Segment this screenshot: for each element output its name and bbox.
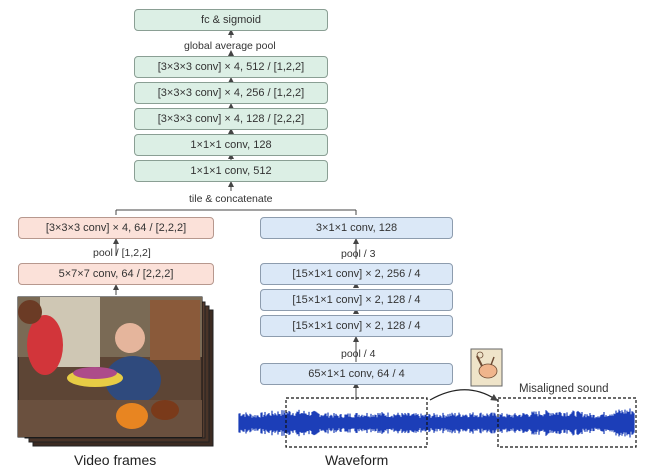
waveform-caption: Waveform [325, 452, 389, 468]
conv3d-512-box: [3×3×3 conv] × 4, 512 / [1,2,2] [134, 56, 328, 78]
conv3d-128-label: [3×3×3 conv] × 4, 128 / [2,2,2] [157, 113, 305, 125]
audio-conv128b-label: [15×1×1 conv] × 2, 128 / 4 [292, 320, 421, 332]
pointwise-128-box: 1×1×1 conv, 128 [134, 134, 328, 156]
video-conv7-label: 5×7×7 conv, 64 / [2,2,2] [58, 268, 174, 280]
pointwise-128-label: 1×1×1 conv, 128 [190, 139, 272, 151]
audio-pool4-label: pool / 4 [341, 348, 376, 360]
flow-arrows [113, 29, 359, 400]
tile-concatenate-label: tile & concatenate [189, 193, 273, 205]
hand-pointing-icon [470, 348, 503, 387]
shift-arrow [429, 389, 499, 401]
audio-conv65-label: 65×1×1 conv, 64 / 4 [308, 368, 405, 380]
video-conv64-label: [3×3×3 conv] × 4, 64 / [2,2,2] [45, 222, 187, 234]
video-conv7-box: 5×7×7 conv, 64 / [2,2,2] [18, 263, 214, 285]
audio-conv128b-box: [15×1×1 conv] × 2, 128 / 4 [260, 315, 453, 337]
audio-conv128a-label: [15×1×1 conv] × 2, 128 / 4 [292, 294, 421, 306]
conv3d-512-label: [3×3×3 conv] × 4, 512 / [1,2,2] [157, 61, 305, 73]
fc-sigmoid-box: fc & sigmoid [134, 9, 328, 31]
fc-sigmoid-label: fc & sigmoid [201, 14, 261, 26]
misaligned-sound-label: Misaligned sound [519, 383, 609, 395]
conv3d-128-box: [3×3×3 conv] × 4, 128 / [2,2,2] [134, 108, 328, 130]
waveform-signal [238, 404, 635, 441]
window-markers [285, 397, 637, 448]
audio-conv65-box: 65×1×1 conv, 64 / 4 [260, 363, 453, 385]
audio-conv256-label: [15×1×1 conv] × 2, 256 / 4 [292, 268, 421, 280]
audio-conv3-box: 3×1×1 conv, 128 [260, 217, 453, 239]
video-conv64-box: [3×3×3 conv] × 4, 64 / [2,2,2] [18, 217, 214, 239]
video-pool-label: pool / [1,2,2] [93, 247, 151, 259]
pointwise-512-label: 1×1×1 conv, 512 [190, 165, 272, 177]
pointwise-512-box: 1×1×1 conv, 512 [134, 160, 328, 182]
video-frames-caption: Video frames [74, 452, 157, 468]
conv3d-256-box: [3×3×3 conv] × 4, 256 / [1,2,2] [134, 82, 328, 104]
audio-conv3-label: 3×1×1 conv, 128 [315, 222, 398, 234]
audio-conv128a-box: [15×1×1 conv] × 2, 128 / 4 [260, 289, 453, 311]
audio-conv256-box: [15×1×1 conv] × 2, 256 / 4 [260, 263, 453, 285]
global-average-pool-label: global average pool [184, 40, 276, 52]
conv3d-256-label: [3×3×3 conv] × 4, 256 / [1,2,2] [157, 87, 305, 99]
video-frames-stack [17, 296, 214, 447]
audio-pool3-label: pool / 3 [341, 248, 376, 260]
